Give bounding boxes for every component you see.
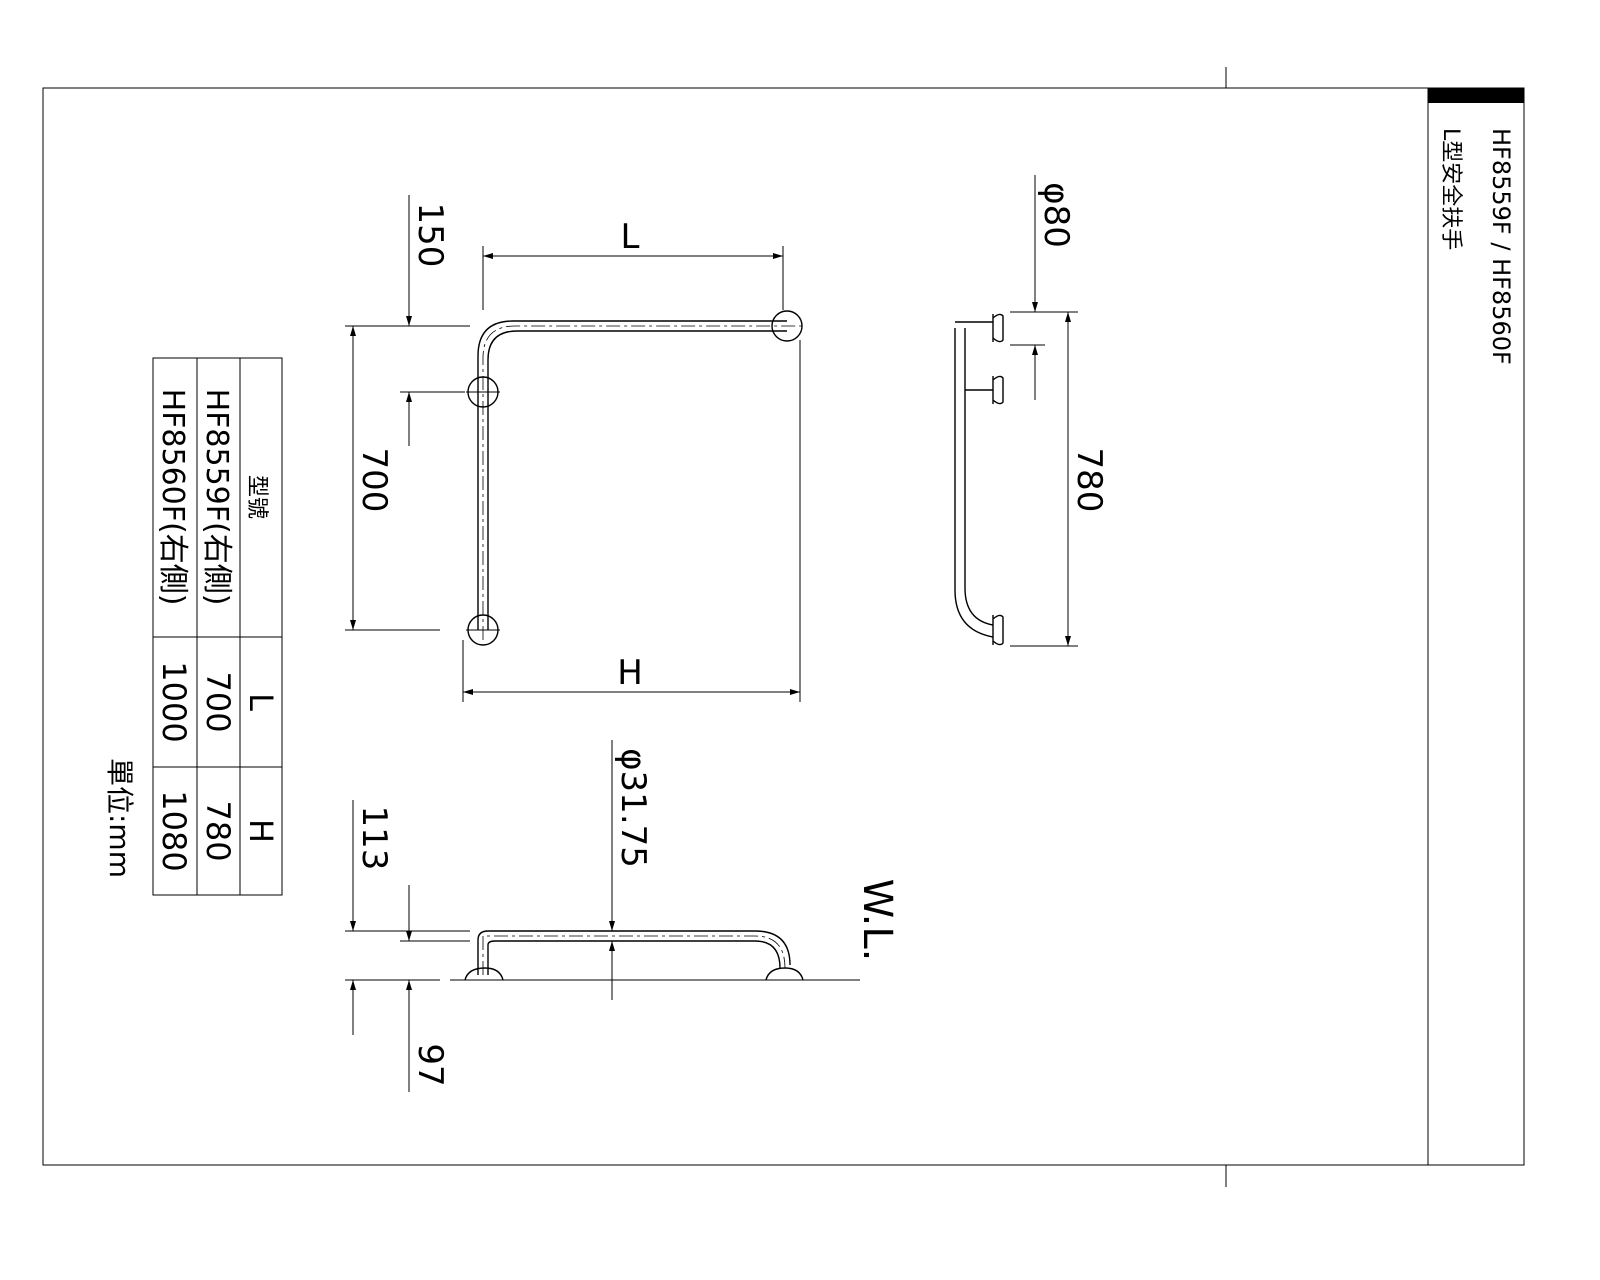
sheet-frame [42, 67, 1525, 1187]
flange-icon [992, 614, 1004, 646]
title-model: HF8559F / HF8560F [1487, 128, 1515, 365]
side-view [954, 175, 1078, 647]
dim-phi80: φ80 [1036, 182, 1076, 248]
bottom-view [345, 740, 860, 1092]
flange-icon [765, 967, 804, 981]
table-row-2-L: 1000 [155, 661, 193, 742]
spec-table [152, 357, 283, 896]
table-row-2-H: 1080 [155, 790, 193, 871]
table-header-H: H [242, 819, 280, 843]
flange-icon [771, 310, 803, 342]
dim-L: L [621, 217, 640, 257]
table-header-model: 型號 [244, 475, 269, 519]
dim-150: 150 [410, 203, 450, 268]
table-row-1-H: 780 [199, 800, 237, 861]
water-level-label: W.L. [854, 879, 900, 962]
table-row-2-model: HF8560F(右側) [155, 389, 190, 606]
table-row-1-model: HF8559F(右側) [199, 389, 234, 606]
flange-icon [464, 967, 504, 981]
front-view [345, 195, 805, 702]
dim-700: 700 [354, 448, 394, 513]
dim-780: 780 [1069, 448, 1109, 513]
dim-phi3175: φ31.75 [613, 748, 653, 868]
dim-113: 113 [354, 806, 394, 871]
dim-97: 97 [410, 1043, 450, 1086]
table-row-1-L: 700 [199, 671, 237, 732]
title-name: L型安全扶手 [1438, 128, 1463, 250]
flange-icon [992, 375, 1004, 405]
unit-label: 單位:mm [103, 758, 136, 878]
table-header-L: L [242, 693, 280, 711]
dim-H: H [617, 653, 643, 693]
flange-icon [992, 313, 1004, 343]
